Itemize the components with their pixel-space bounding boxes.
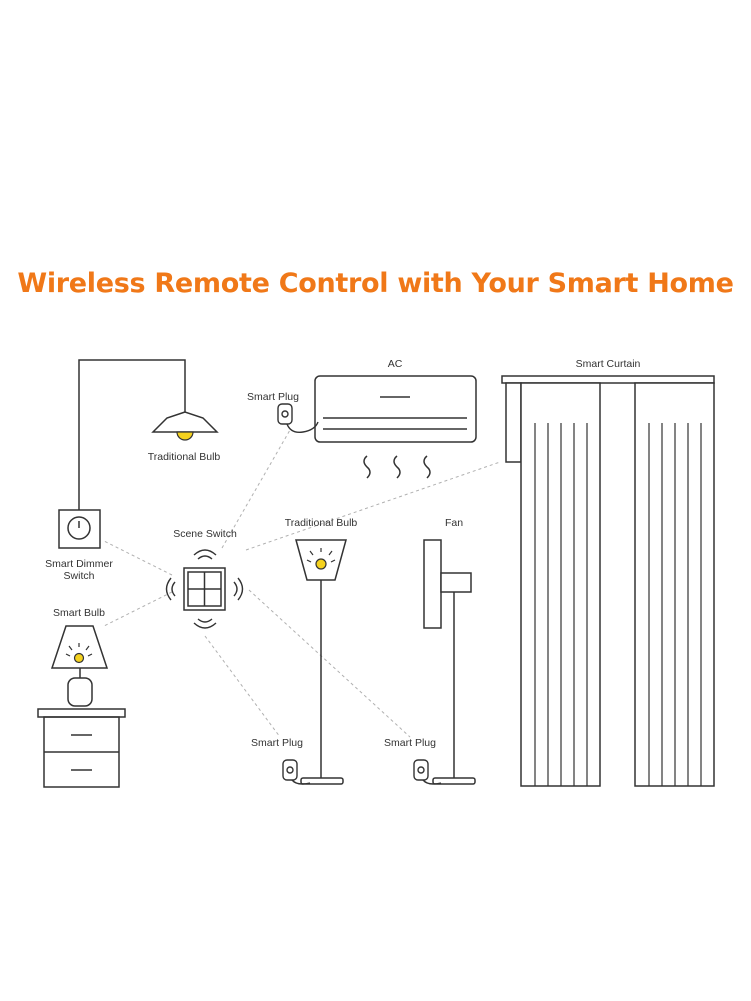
label-smart-dimmer-2: Switch <box>64 570 95 582</box>
floor-lamp-icon[interactable] <box>295 539 347 785</box>
label-smart-bulb: Smart Bulb <box>53 607 105 619</box>
dimmer-switch-icon[interactable] <box>58 509 101 549</box>
label-traditional-bulb-floor: Traditional Bulb <box>285 517 358 529</box>
pendant-lamp-icon <box>78 359 219 512</box>
label-smart-plug-floor: Smart Plug <box>251 737 303 749</box>
label-ac: AC <box>388 358 403 370</box>
label-smart-plug-fan: Smart Plug <box>384 737 436 749</box>
smart-plug-icon[interactable] <box>282 759 311 785</box>
link-floor-plug <box>204 635 281 738</box>
label-smart-plug-ac: Smart Plug <box>247 391 299 403</box>
label-smart-dimmer-1: Smart Dimmer <box>45 558 113 570</box>
table-lamp-icon[interactable] <box>50 625 109 707</box>
link-smart-bulb <box>103 591 173 627</box>
link-fan-plug <box>248 589 411 738</box>
page-title: Wireless Remote Control with Your Smart … <box>17 268 734 299</box>
label-smart-curtain: Smart Curtain <box>576 358 641 370</box>
label-scene-switch: Scene Switch <box>173 528 237 540</box>
link-curtain <box>245 461 501 551</box>
nightstand-icon <box>37 708 126 788</box>
fan-icon[interactable] <box>423 539 476 785</box>
air-conditioner-icon[interactable] <box>314 375 477 479</box>
link-ac-plug <box>221 429 291 549</box>
smart-plug-icon[interactable] <box>277 403 319 434</box>
scene-switch-icon[interactable] <box>165 549 244 629</box>
smart-plug-icon[interactable] <box>413 759 442 785</box>
link-dimmer <box>103 540 173 576</box>
label-fan: Fan <box>445 517 463 529</box>
curtain-icon[interactable] <box>501 375 715 787</box>
label-traditional-bulb-left: Traditional Bulb <box>148 451 221 463</box>
wireless-connection-lines <box>103 429 501 738</box>
